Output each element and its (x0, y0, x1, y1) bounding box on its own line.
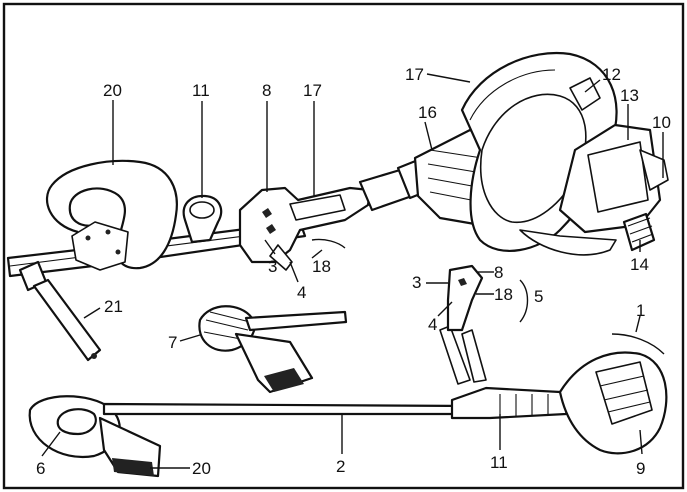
callout-17: 20 (103, 81, 122, 100)
callout-3-lower: 3 (412, 273, 421, 292)
callout-4-lower: 4 (428, 315, 437, 334)
assembled-handle (439, 325, 572, 420)
callout-4-upper: 4 (297, 283, 306, 302)
callout-21: 21 (104, 297, 123, 316)
callout-6: 6 (36, 459, 45, 478)
callout-11-lower: 11 (490, 453, 508, 472)
callout-8-lower: 8 (494, 263, 503, 282)
loop-handle (46, 159, 178, 271)
callout-18: 18 (312, 257, 331, 276)
guard-assembly-7 (198, 305, 348, 394)
callout-9: 9 (636, 459, 645, 478)
throttle-handle (238, 186, 372, 271)
leader-lines (41, 73, 665, 469)
assembled-shaft (102, 402, 472, 416)
callout-8-upper: 8 (262, 81, 271, 100)
callout-1: 1 (636, 301, 645, 320)
fuel-tank-block (519, 123, 669, 256)
shaft-clamp (182, 194, 223, 244)
callout-19: 20 (192, 459, 211, 478)
callout-5: 5 (534, 287, 543, 306)
small-throttle-handle (446, 264, 484, 332)
tank-cap (622, 212, 656, 252)
callout-15: 17 (405, 65, 424, 84)
callout-2: 2 (336, 457, 345, 476)
assembled-engine (558, 351, 668, 455)
callout-20-upper: 17 (303, 81, 322, 100)
callout-3-upper: 3 (268, 257, 277, 276)
callout-10: 10 (652, 113, 671, 132)
callout-20-lower: 18 (494, 285, 513, 304)
callout-7: 7 (168, 333, 177, 352)
callout-12: 12 (602, 65, 621, 84)
callout-13: 13 (620, 86, 639, 105)
handle-bolt (18, 260, 102, 362)
callout-16: 16 (418, 103, 437, 122)
callout-14: 14 (630, 255, 649, 274)
callout-11-upper: 11 (192, 81, 210, 100)
